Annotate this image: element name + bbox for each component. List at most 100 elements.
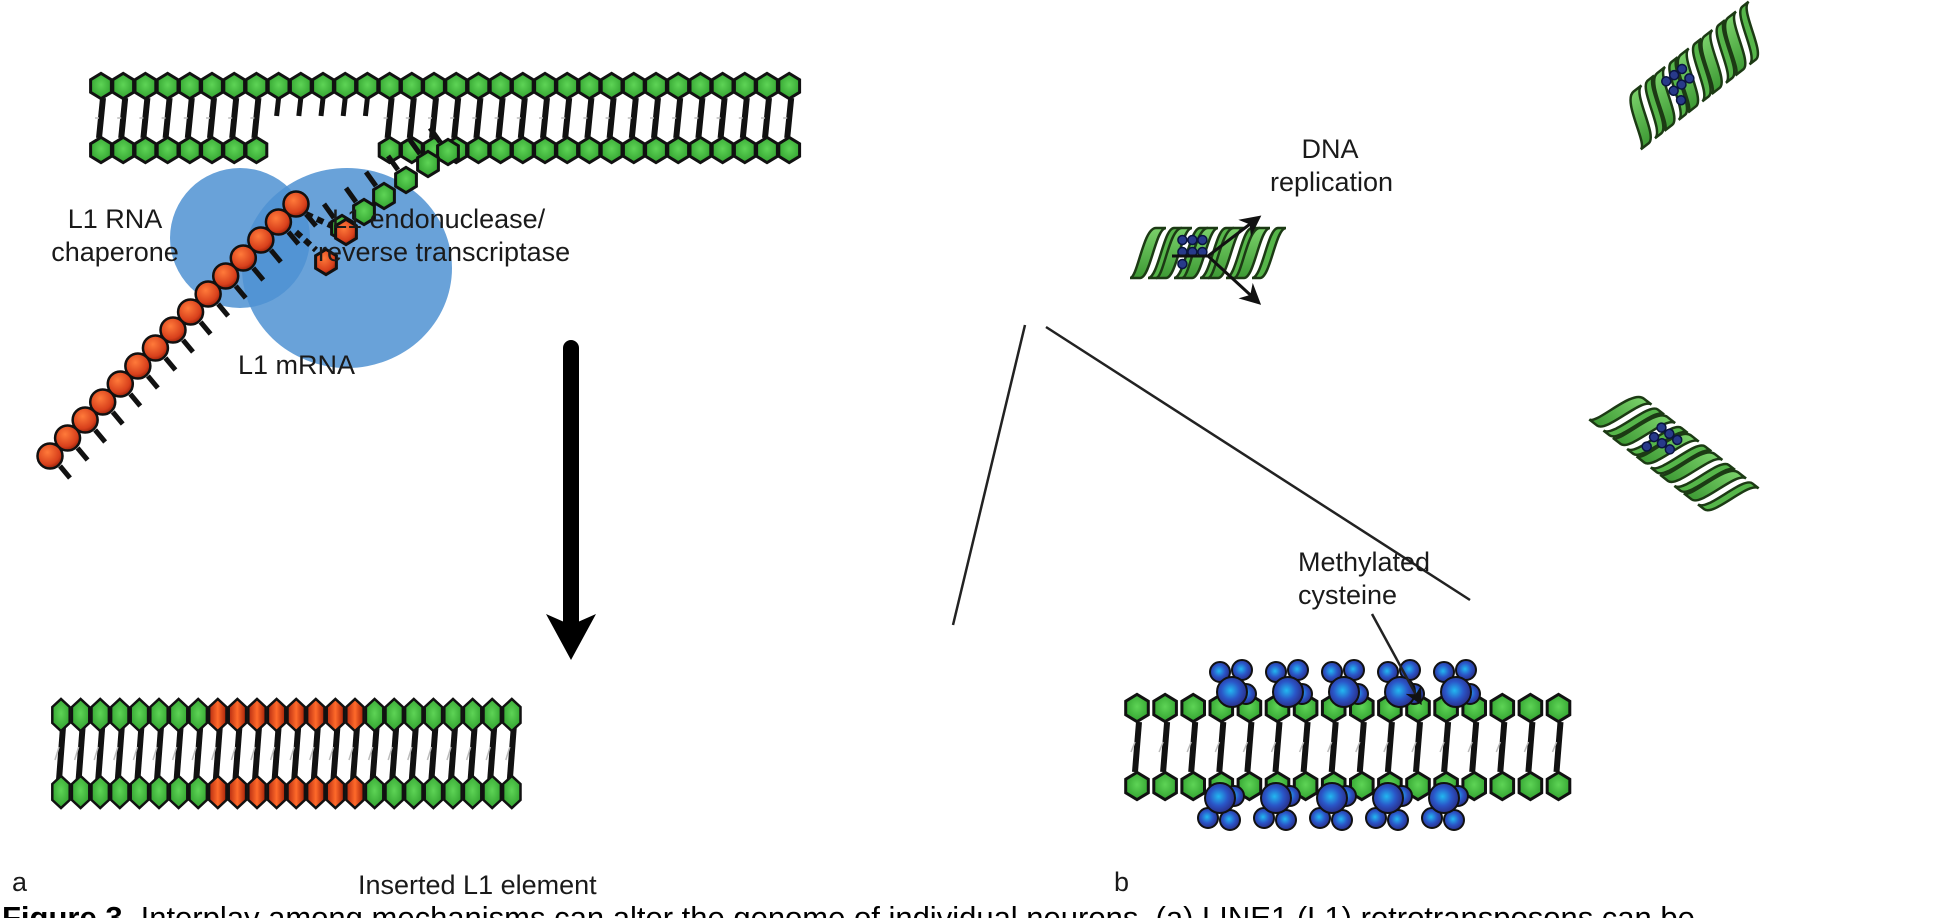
base-pair-rung <box>118 97 129 139</box>
base-stub <box>286 230 301 246</box>
base-pair-rung <box>428 726 439 781</box>
rung-highlight <box>191 746 197 761</box>
base-pair-rung <box>695 97 706 139</box>
nucleotide-hexagon <box>200 71 224 101</box>
methyl-group-core <box>1440 676 1472 708</box>
nucleotide-hexagon <box>644 135 668 165</box>
rna-nucleotide-bead <box>71 406 99 434</box>
nucleotide-hexagon <box>352 197 376 227</box>
inserted-l1-nucleotide <box>305 697 326 733</box>
base-stub <box>216 302 231 318</box>
rung-highlight <box>132 746 139 761</box>
nucleotide-hexagon <box>1180 770 1206 802</box>
base-pair-rung <box>369 726 380 781</box>
base-pair-rung <box>140 97 151 139</box>
base-pair-rung <box>473 97 484 139</box>
rna-nucleotide-bead <box>106 370 135 398</box>
nucleotide-hexagon <box>416 149 440 179</box>
base-stub <box>145 374 160 390</box>
base-pair-rung <box>350 726 360 781</box>
rung-highlight <box>1467 741 1473 753</box>
base-pair-rung <box>762 97 772 139</box>
base-pair-rung <box>1188 721 1199 773</box>
nucleotide-hexagon <box>755 71 779 101</box>
base-pair-rung <box>784 97 795 139</box>
base-stub <box>128 392 143 408</box>
rung-highlight <box>54 746 60 761</box>
methyl-group-core <box>1316 782 1348 814</box>
nucleotide-hexagon <box>372 181 396 211</box>
nucleotide-hexagon <box>555 135 580 165</box>
nucleotide-hexagon <box>666 135 691 165</box>
inserted-l1-nucleotide <box>207 774 228 810</box>
nucleotide-hexagon <box>644 71 668 101</box>
base-pair-rung <box>310 726 321 781</box>
nucleotide-hexagon <box>501 697 522 733</box>
nucleotide-hexagon <box>533 71 557 101</box>
methyl-dot <box>1660 76 1672 87</box>
label-line: chaperone <box>51 237 179 267</box>
rna-nucleotide-bead <box>211 262 240 290</box>
nucleotide-hexagon <box>129 774 150 810</box>
nucleotide-hexagon <box>177 71 202 101</box>
nucleotide-hexagon <box>1489 692 1516 724</box>
inserted-l1-nucleotide <box>345 774 365 810</box>
base-pair-rung <box>606 97 617 139</box>
base-stub <box>58 464 72 480</box>
methyl-dot <box>1664 444 1676 455</box>
base-pair-rung <box>1132 721 1142 773</box>
nucleotide-hexagon <box>111 71 136 101</box>
nucleotide-hexagon <box>466 135 491 165</box>
nucleotide-hexagon <box>482 697 503 733</box>
base-stub <box>321 202 337 220</box>
rna-nucleotide-bead <box>229 244 258 272</box>
base-pair-rung <box>1356 721 1367 773</box>
base-pair-rung <box>1384 721 1395 773</box>
nucleotide-hexagon <box>1489 770 1516 802</box>
label-line: reverse transcriptase <box>318 237 571 267</box>
inserted-l1-nucleotide <box>286 697 307 733</box>
base-stub <box>163 356 178 372</box>
base-pair-rung <box>540 97 550 139</box>
panel-letter-b: b <box>1114 867 1130 897</box>
base-pair-rung <box>232 726 243 781</box>
rung-highlight <box>211 746 217 761</box>
nucleotide-hexagon <box>355 71 380 101</box>
label-line: L1 endonuclease/ <box>332 204 546 234</box>
base-pair-rung <box>1244 721 1255 773</box>
base-pair-rung <box>562 97 573 139</box>
base-pair-rung <box>1272 721 1283 773</box>
label-dna-replication: DNA replication <box>1270 133 1393 199</box>
methyl-dot <box>1641 441 1652 452</box>
nucleotide-hexagon <box>149 697 169 733</box>
rung-highlight <box>328 746 335 761</box>
nucleotide-hexagon <box>1461 770 1487 802</box>
methyl-dot <box>1668 85 1679 96</box>
helix-strand <box>1659 451 1724 484</box>
genomic-dna-ladder <box>89 71 802 165</box>
nucleotide-hexagon <box>109 774 130 810</box>
base-stub <box>198 320 213 336</box>
base-pair-rung <box>173 726 184 781</box>
l1-endonuclease-protein <box>242 168 452 368</box>
base-pair-rung <box>1160 721 1171 773</box>
base-pair-rung <box>95 726 106 781</box>
rung-highlight <box>1186 741 1192 753</box>
methyl-dot <box>1656 437 1668 449</box>
nucleotide-hexagon <box>777 71 802 101</box>
base-pair-rung <box>495 97 506 139</box>
nucleotide-hexagon <box>1124 770 1150 802</box>
nucleotide-hexagon <box>1124 692 1150 724</box>
rung-highlight <box>230 746 237 761</box>
rna-nucleotide-bead <box>247 226 275 254</box>
replication-arrows <box>1172 215 1262 305</box>
nucleotide-hexagon <box>168 774 189 810</box>
methyl-group-core <box>1216 676 1248 708</box>
rna-nucleotide-bead <box>53 424 82 452</box>
nucleotide-hexagon <box>443 697 463 733</box>
nucleotide-hexagon <box>311 71 335 101</box>
nucleotide-hexagon <box>422 71 446 101</box>
helix-strand <box>1129 226 1167 280</box>
rung-highlight <box>269 746 276 761</box>
